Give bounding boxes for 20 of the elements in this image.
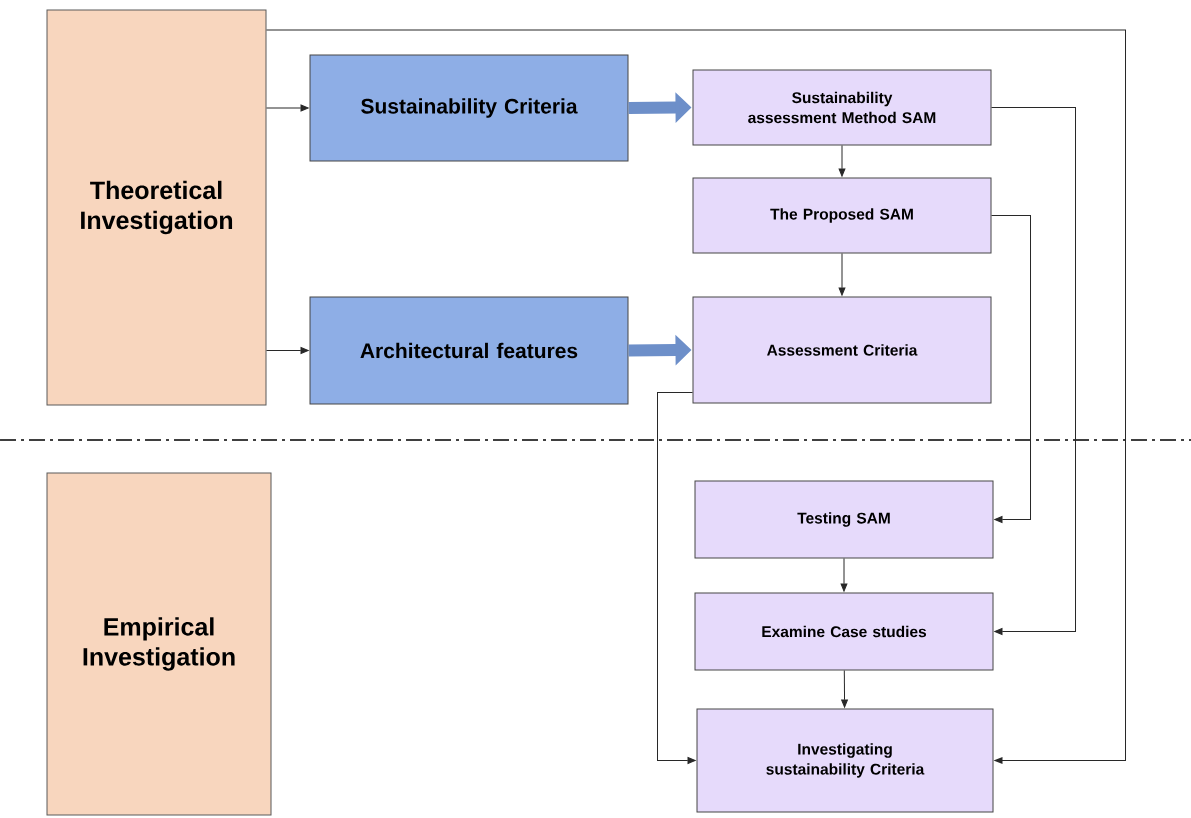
arrow [840, 558, 848, 592]
process-box: Investigating sustainability Criteria [696, 708, 994, 813]
arrow [841, 670, 848, 708]
topic-box: Architectural features [309, 296, 629, 405]
process-box: Assessment Criteria [692, 296, 992, 404]
arrow [838, 145, 846, 177]
arrow [266, 104, 309, 112]
stage-box: Theoretical Investigation [46, 9, 267, 406]
topic-box: Sustainability Criteria [309, 54, 629, 162]
arrow [991, 215, 1031, 523]
stage-box: Empirical Investigation [46, 472, 272, 816]
process-box: Sustainability assessment Method SAM [692, 69, 992, 146]
arrow [266, 29, 1126, 764]
process-box: The Proposed SAM [692, 177, 992, 254]
arrow [657, 392, 696, 764]
process-box: Testing SAM [694, 480, 994, 559]
arrow [838, 253, 846, 296]
process-box: Examine Case studies [694, 592, 994, 671]
arrow [991, 107, 1076, 635]
arrow [266, 347, 309, 354]
